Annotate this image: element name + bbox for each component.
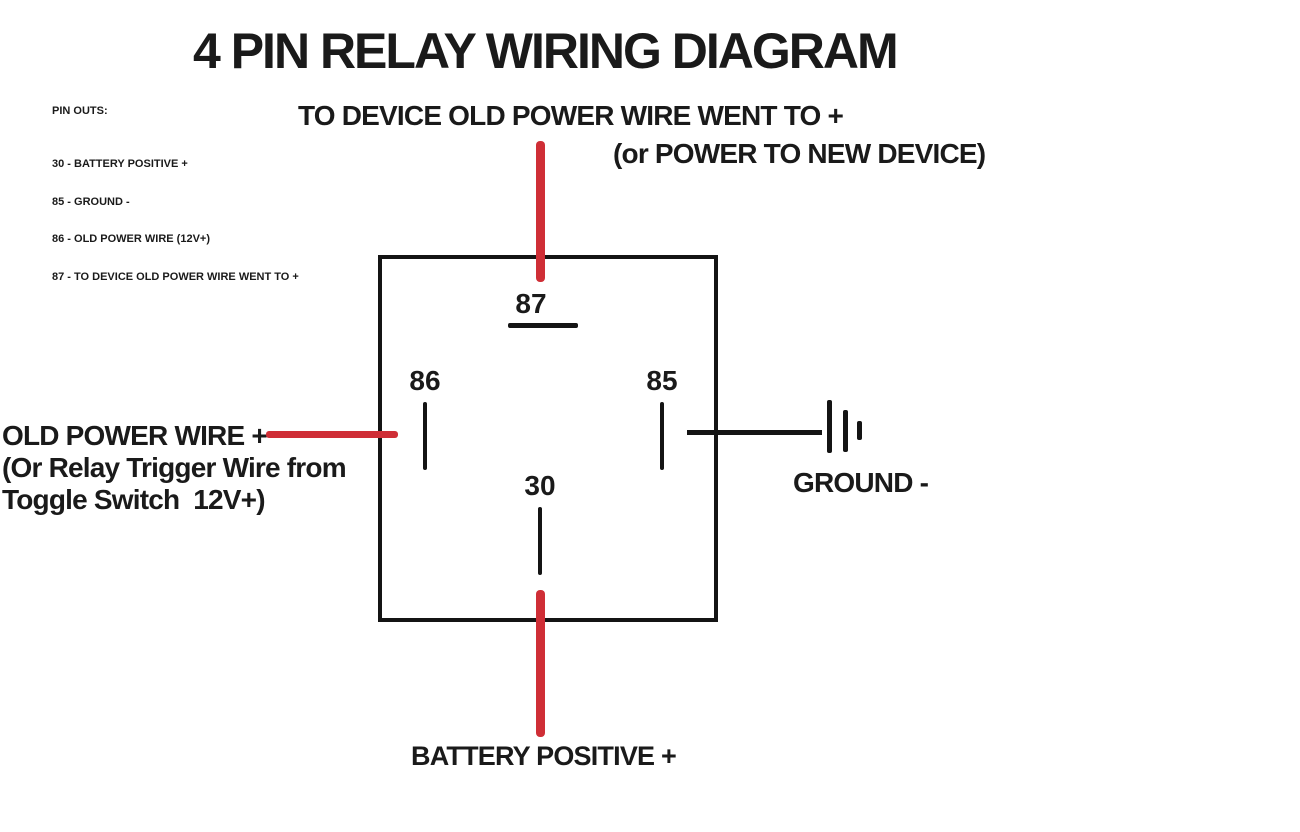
wire-85-ground <box>687 430 822 435</box>
pin-30-label: 30 <box>524 470 556 501</box>
pin-30-terminal <box>538 507 542 575</box>
pin-85-label: 85 <box>646 365 678 396</box>
wire-87-to-device <box>536 141 545 282</box>
label-battery-positive: BATTERY POSITIVE + <box>411 741 677 771</box>
ground-symbol-bar-short <box>857 421 862 440</box>
wire-86-trigger <box>266 431 398 438</box>
label-pin86-wire-line2: (Or Relay Trigger Wire from <box>2 452 347 484</box>
label-pin86-wire-line3: Toggle Switch 12V+) <box>2 484 266 516</box>
label-ground: GROUND - <box>793 467 929 498</box>
pin-86-terminal <box>423 402 427 470</box>
pinouts-legend: 30 - BATTERY POSITIVE + 85 - GROUND - 86… <box>52 133 299 309</box>
label-pin87-wire-line2: (or POWER TO NEW DEVICE) <box>613 138 986 169</box>
pin-85-terminal <box>660 402 664 470</box>
ground-symbol-bar-medium <box>843 410 848 452</box>
page-title: 4 PIN RELAY WIRING DIAGRAM <box>193 23 899 79</box>
pinout-item-30: 30 - BATTERY POSITIVE + <box>52 158 188 170</box>
label-pin87-wire-line1: TO DEVICE OLD POWER WIRE WENT TO + <box>298 100 844 131</box>
wire-30-battery <box>536 590 545 737</box>
pin-87-label: 87 <box>515 288 547 319</box>
pinouts-heading: PIN OUTS: <box>52 105 108 117</box>
pinout-item-87: 87 - TO DEVICE OLD POWER WIRE WENT TO + <box>52 270 299 283</box>
pin-86-label: 86 <box>409 365 441 396</box>
pinout-item-86: 86 - OLD POWER WIRE (12V+) <box>52 233 210 246</box>
label-pin86-wire: OLD POWER WIRE + (Or Relay Trigger Wire … <box>2 420 347 517</box>
relay-body-outline <box>378 255 718 622</box>
pinout-item-85: 85 - GROUND - <box>52 195 130 208</box>
pin-87-terminal <box>508 323 578 328</box>
ground-symbol-bar-long <box>827 400 832 453</box>
label-pin86-wire-line1: OLD POWER WIRE + <box>2 420 268 451</box>
